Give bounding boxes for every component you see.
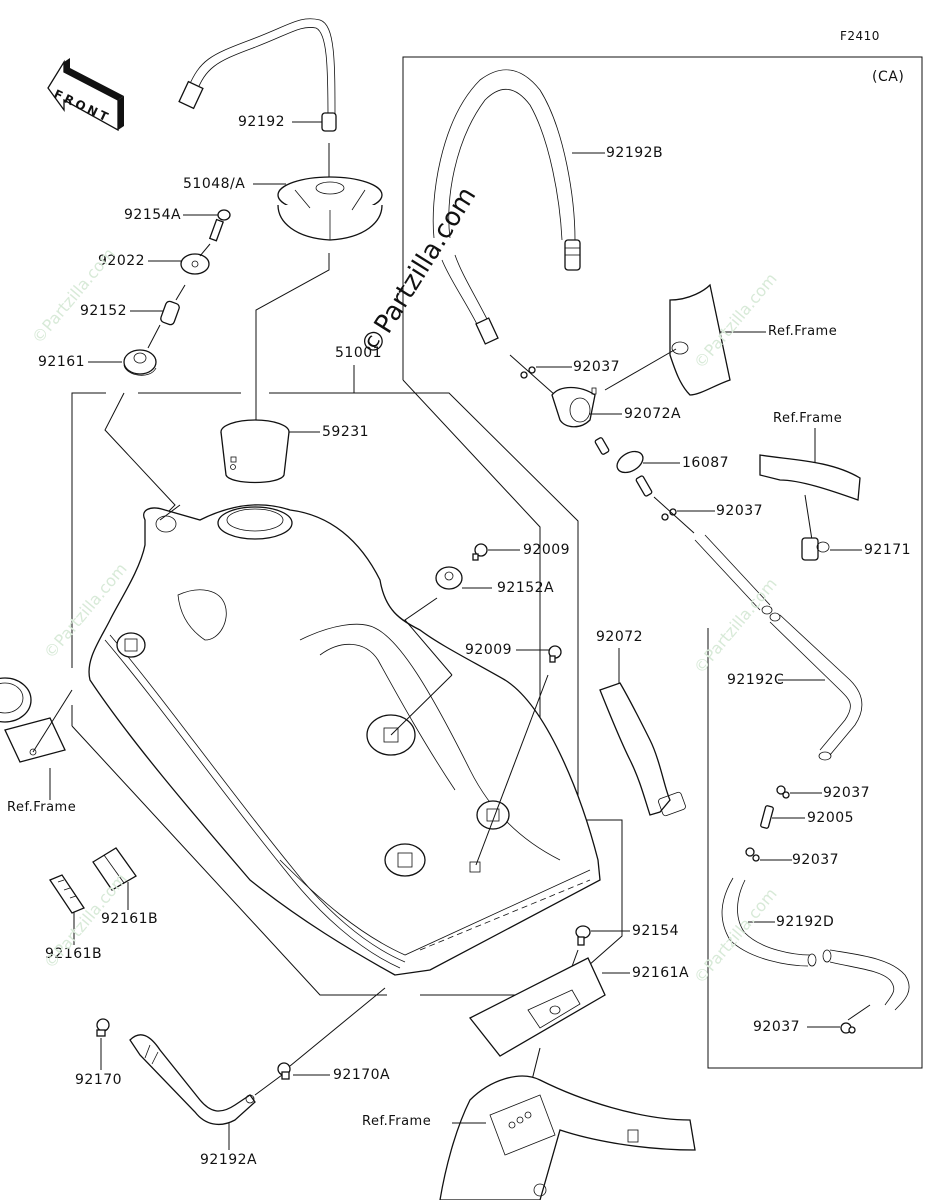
ref-frame-ca-1-part xyxy=(669,283,731,396)
washer-92022 xyxy=(180,253,210,275)
label-92161[interactable]: 92161 xyxy=(38,354,86,370)
damper-92161a xyxy=(468,957,606,1057)
ca-region-box xyxy=(402,56,923,1069)
pad-92161b-2 xyxy=(92,847,137,891)
fuel-cap-51048 xyxy=(277,143,383,241)
breather-hose-92192 xyxy=(178,18,337,132)
clip-92037-3 xyxy=(776,785,790,799)
filler-ring-59231 xyxy=(220,419,290,484)
valve-16087 xyxy=(594,437,653,497)
hose-92192d xyxy=(721,877,910,1011)
fuel-tank-51001 xyxy=(88,504,601,976)
label-92192[interactable]: 92192 xyxy=(238,114,286,130)
label-92037-2[interactable]: 92037 xyxy=(716,503,764,519)
clip-92037-4 xyxy=(745,847,760,862)
bolt-92154 xyxy=(575,925,591,946)
hose-92192b xyxy=(432,69,581,345)
label-92072[interactable]: 92072 xyxy=(596,629,644,645)
label-92037-3[interactable]: 92037 xyxy=(823,785,871,801)
fitting-92005 xyxy=(760,805,774,829)
label-92171[interactable]: 92171 xyxy=(864,542,912,558)
label-92037-5[interactable]: 92037 xyxy=(753,1019,801,1035)
clip-92037-5 xyxy=(840,1022,856,1034)
label-92161b-2[interactable]: 92161B xyxy=(101,911,159,927)
collar-92152 xyxy=(160,300,180,326)
ref-frame-left-part xyxy=(0,677,66,763)
holder-92072a xyxy=(551,386,597,428)
damper-92161 xyxy=(123,349,157,376)
label-92192c[interactable]: 92192C xyxy=(727,672,785,688)
pad-92161b-1 xyxy=(49,874,85,914)
label-92170a[interactable]: 92170A xyxy=(333,1067,391,1083)
label-ref-frame-left[interactable]: Ref.Frame xyxy=(7,800,77,815)
label-92152a[interactable]: 92152A xyxy=(497,580,555,596)
collar-92152a xyxy=(435,566,463,590)
label-59231[interactable]: 59231 xyxy=(322,424,370,440)
clamp-92171 xyxy=(801,537,830,561)
label-92192d[interactable]: 92192D xyxy=(776,914,835,930)
label-ref-frame-ca-1[interactable]: Ref.Frame xyxy=(768,324,838,339)
label-92037-4[interactable]: 92037 xyxy=(792,852,840,868)
ref-frame-bottom-part xyxy=(439,1075,696,1201)
tank-group-bracket xyxy=(71,392,106,668)
region-tag-ca: (CA) xyxy=(872,69,905,85)
clamp-92170a xyxy=(277,1062,291,1080)
label-92154[interactable]: 92154 xyxy=(632,923,680,939)
hose-92192a xyxy=(129,1034,256,1126)
label-92009-upper[interactable]: 92009 xyxy=(523,542,571,558)
label-ref-frame-ca-2[interactable]: Ref.Frame xyxy=(773,411,843,426)
label-92005[interactable]: 92005 xyxy=(807,810,855,826)
band-92072 xyxy=(599,682,686,817)
label-92072a[interactable]: 92072A xyxy=(624,406,682,422)
clamp-92170 xyxy=(96,1018,110,1037)
figure-code: F2410 xyxy=(840,29,880,43)
label-16087[interactable]: 16087 xyxy=(682,455,730,471)
label-92192b[interactable]: 92192B xyxy=(606,145,664,161)
clip-92037-1 xyxy=(520,366,536,379)
label-51048a[interactable]: 51048/A xyxy=(183,176,246,192)
hose-92192c xyxy=(694,534,863,761)
screw-92009-lower xyxy=(548,645,562,663)
label-92037-1[interactable]: 92037 xyxy=(573,359,621,375)
label-92192a[interactable]: 92192A xyxy=(200,1152,258,1168)
front-arrow-icon xyxy=(47,58,124,132)
ref-frame-ca-2-part xyxy=(759,454,861,501)
screw-92009-upper xyxy=(472,543,488,561)
label-92154a[interactable]: 92154A xyxy=(124,207,182,223)
bolt-92154a xyxy=(208,209,231,242)
label-92009-lower[interactable]: 92009 xyxy=(465,642,513,658)
label-51001[interactable]: 51001 xyxy=(335,345,383,361)
label-92022[interactable]: 92022 xyxy=(98,253,146,269)
label-92170[interactable]: 92170 xyxy=(75,1072,123,1088)
label-ref-frame-bottom[interactable]: Ref.Frame xyxy=(362,1114,432,1129)
label-92161b-1[interactable]: 92161B xyxy=(45,946,103,962)
label-92161a[interactable]: 92161A xyxy=(632,965,690,981)
label-92152[interactable]: 92152 xyxy=(80,303,128,319)
